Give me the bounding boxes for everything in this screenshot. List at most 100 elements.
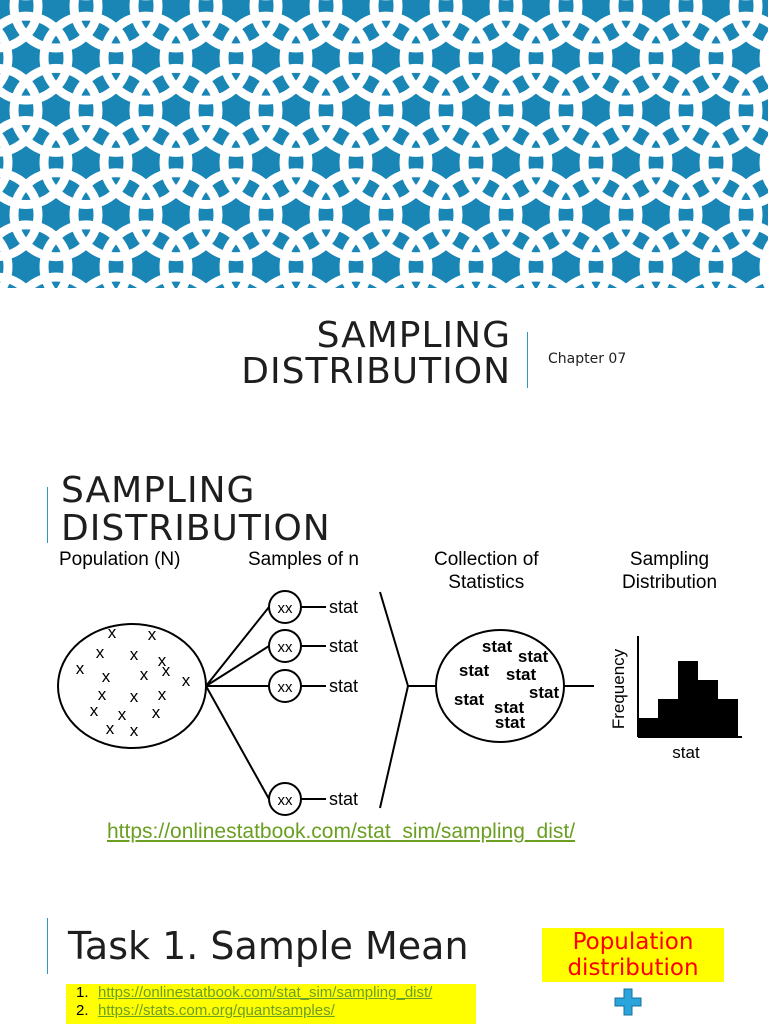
pattern-ring [579,11,673,105]
pattern-ring [189,168,283,262]
stat-label: stat [329,676,358,696]
pattern-ring [69,63,163,157]
pattern-ring [639,116,733,210]
pattern-ring [399,116,493,210]
pattern-ring [429,0,523,53]
pattern-ring [699,116,768,210]
pattern-ring [609,168,703,262]
title-slide: SAMPLING DISTRIBUTION Chapter 07 [0,288,768,428]
population-x: x [96,643,105,662]
pattern-ring [0,235,13,288]
pattern-ring [519,116,613,210]
slide2-title-line2: DISTRIBUTION [61,508,331,549]
pattern-ring [0,116,73,210]
collection-stat: stat [506,665,537,684]
pattern-ring [549,0,643,53]
pattern-ring [639,11,733,105]
histogram-bar [658,699,678,737]
list-link[interactable]: https://onlinestatbook.com/stat_sim/samp… [98,984,433,1001]
pattern-ring [99,220,193,288]
pattern-ring [249,63,343,157]
pattern-ring [489,0,583,53]
pattern-ring [189,63,283,157]
pattern-ring [699,11,768,105]
pattern-ring [609,0,703,53]
pattern-ring [669,0,763,53]
histogram-bar [698,680,718,737]
stat-label: stat [329,597,358,617]
task-title: Task 1. Sample Mean [68,924,469,968]
sampling-diagram: Population (N) Samples of n Collection o… [50,540,760,820]
pattern-ring [0,0,43,53]
pattern-ring [501,272,571,288]
pattern-ring [459,220,553,288]
population-x: x [130,645,139,664]
slide2-divider [47,487,48,543]
population-box-line1: Population [572,929,694,955]
pattern-ring [429,63,523,157]
sample-x: xx [278,679,294,696]
pattern-ring [381,272,451,288]
collection-stat: stat [454,690,485,709]
collection-label-line1: Collection of [434,549,539,570]
funnel-line [379,685,409,809]
pattern-ring [369,63,463,157]
pattern-ring [549,63,643,157]
links-list-box: 1.https://onlinestatbook.com/stat_sim/sa… [66,984,476,1024]
sampling-dist-link[interactable]: https://onlinestatbook.com/stat_sim/samp… [107,820,576,843]
pattern-ring [369,168,463,262]
pattern-ring [669,63,763,157]
pattern-ring [219,11,313,105]
population-distribution-box: Population distribution [542,928,724,982]
pattern-ring [249,168,343,262]
pattern-ring [129,0,223,53]
pattern-ring [459,11,553,105]
population-x: x [130,687,139,706]
pattern-ring [519,220,613,288]
pattern-ring [729,0,768,52]
funnel-line [379,591,409,687]
pattern-ring [0,168,43,262]
histogram-ylabel: Frequency [609,648,628,729]
pattern-ring [399,220,493,288]
population-x: x [90,701,99,720]
pattern-ring [429,168,523,262]
pattern-ring [189,0,283,53]
pattern-ring [0,26,13,90]
pattern-ring [441,272,511,288]
connector-line [205,645,270,687]
pattern-ring [9,168,103,262]
pattern-ring [729,64,768,157]
pattern-ring [669,168,763,262]
slide2-title-line1: SAMPLING [61,470,256,511]
pattern-ring [69,168,163,262]
pattern-ring [621,272,691,288]
pattern-ring [201,272,271,288]
list-link[interactable]: https://stats.com.org/quantsamples/ [98,1002,335,1019]
decorative-banner [0,0,768,288]
collection-stat: stat [518,647,549,666]
pattern-ring [159,116,253,210]
slide-subtitle: Chapter 07 [548,351,627,367]
pattern-ring [759,240,768,288]
pattern-ring [519,11,613,105]
plus-icon [614,988,642,1016]
pattern-ring [459,116,553,210]
sampling-dist-label-line1: Sampling [629,549,710,570]
pattern-ring [561,272,631,288]
pattern-ring [219,220,313,288]
pattern-ring [639,220,733,288]
sample-x: xx [278,600,294,617]
circle-pattern [0,0,768,288]
samples-label: Samples of n [248,549,359,570]
slide3-divider [47,918,48,974]
population-label: Population (N) [59,549,181,570]
pattern-ring [729,168,768,261]
list-number: 2. [76,1002,89,1019]
pattern-ring [261,272,331,288]
collection-label: Collection of Statistics [434,548,539,594]
pattern-ring [39,116,133,210]
population-x: x [182,671,191,690]
pattern-ring [99,11,193,105]
